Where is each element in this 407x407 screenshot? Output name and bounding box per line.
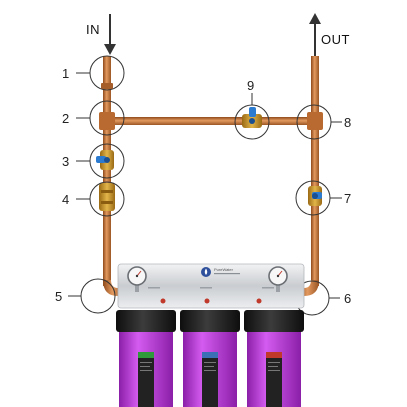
filter-housing-1: [116, 310, 176, 407]
pressure-gauge-left: [127, 266, 147, 292]
filter-housing-3: [244, 310, 304, 407]
callout-number-2: 2: [62, 111, 69, 126]
inlet-pipe: [103, 56, 124, 296]
in-label: IN: [86, 22, 100, 37]
tee-fitting-2: [99, 112, 115, 130]
check-valve: [99, 183, 115, 211]
svg-text:PureWater: PureWater: [214, 267, 234, 272]
filter-label-1: [138, 352, 154, 358]
outlet-shutoff-valve: [308, 186, 322, 206]
bypass-pipe: [111, 117, 311, 125]
callout-number-4: 4: [62, 192, 69, 207]
relief-button-middle: [204, 298, 210, 304]
mounting-bracket: [117, 263, 305, 309]
brand-logo: PureWater: [201, 267, 240, 277]
callout-circle-5: [80, 278, 116, 314]
relief-button-right: [256, 298, 262, 304]
in-arrow: [104, 14, 116, 55]
callout-number-8: 8: [344, 115, 351, 130]
callout-number-6: 6: [344, 291, 351, 306]
callout-number-1: 1: [62, 66, 69, 81]
filter-label-3: [266, 352, 282, 358]
tee-fitting-8: [307, 112, 323, 130]
coupling-1: [101, 83, 113, 89]
bypass-valve: [242, 107, 262, 128]
out-label: OUT: [321, 32, 350, 47]
pressure-gauge-right: [268, 266, 288, 292]
filter-housing-2: [180, 310, 240, 407]
inlet-shutoff-valve: [96, 150, 114, 170]
outlet-pipe: [298, 56, 319, 296]
callout-number-3: 3: [62, 154, 69, 169]
filter-system: PureWater: [116, 263, 305, 407]
filter-label-2: [202, 352, 218, 358]
out-arrow: [309, 13, 321, 56]
callout-number-5: 5: [55, 289, 62, 304]
callout-number-9: 9: [247, 78, 254, 93]
relief-button-left: [160, 298, 166, 304]
callout-number-7: 7: [344, 191, 351, 206]
